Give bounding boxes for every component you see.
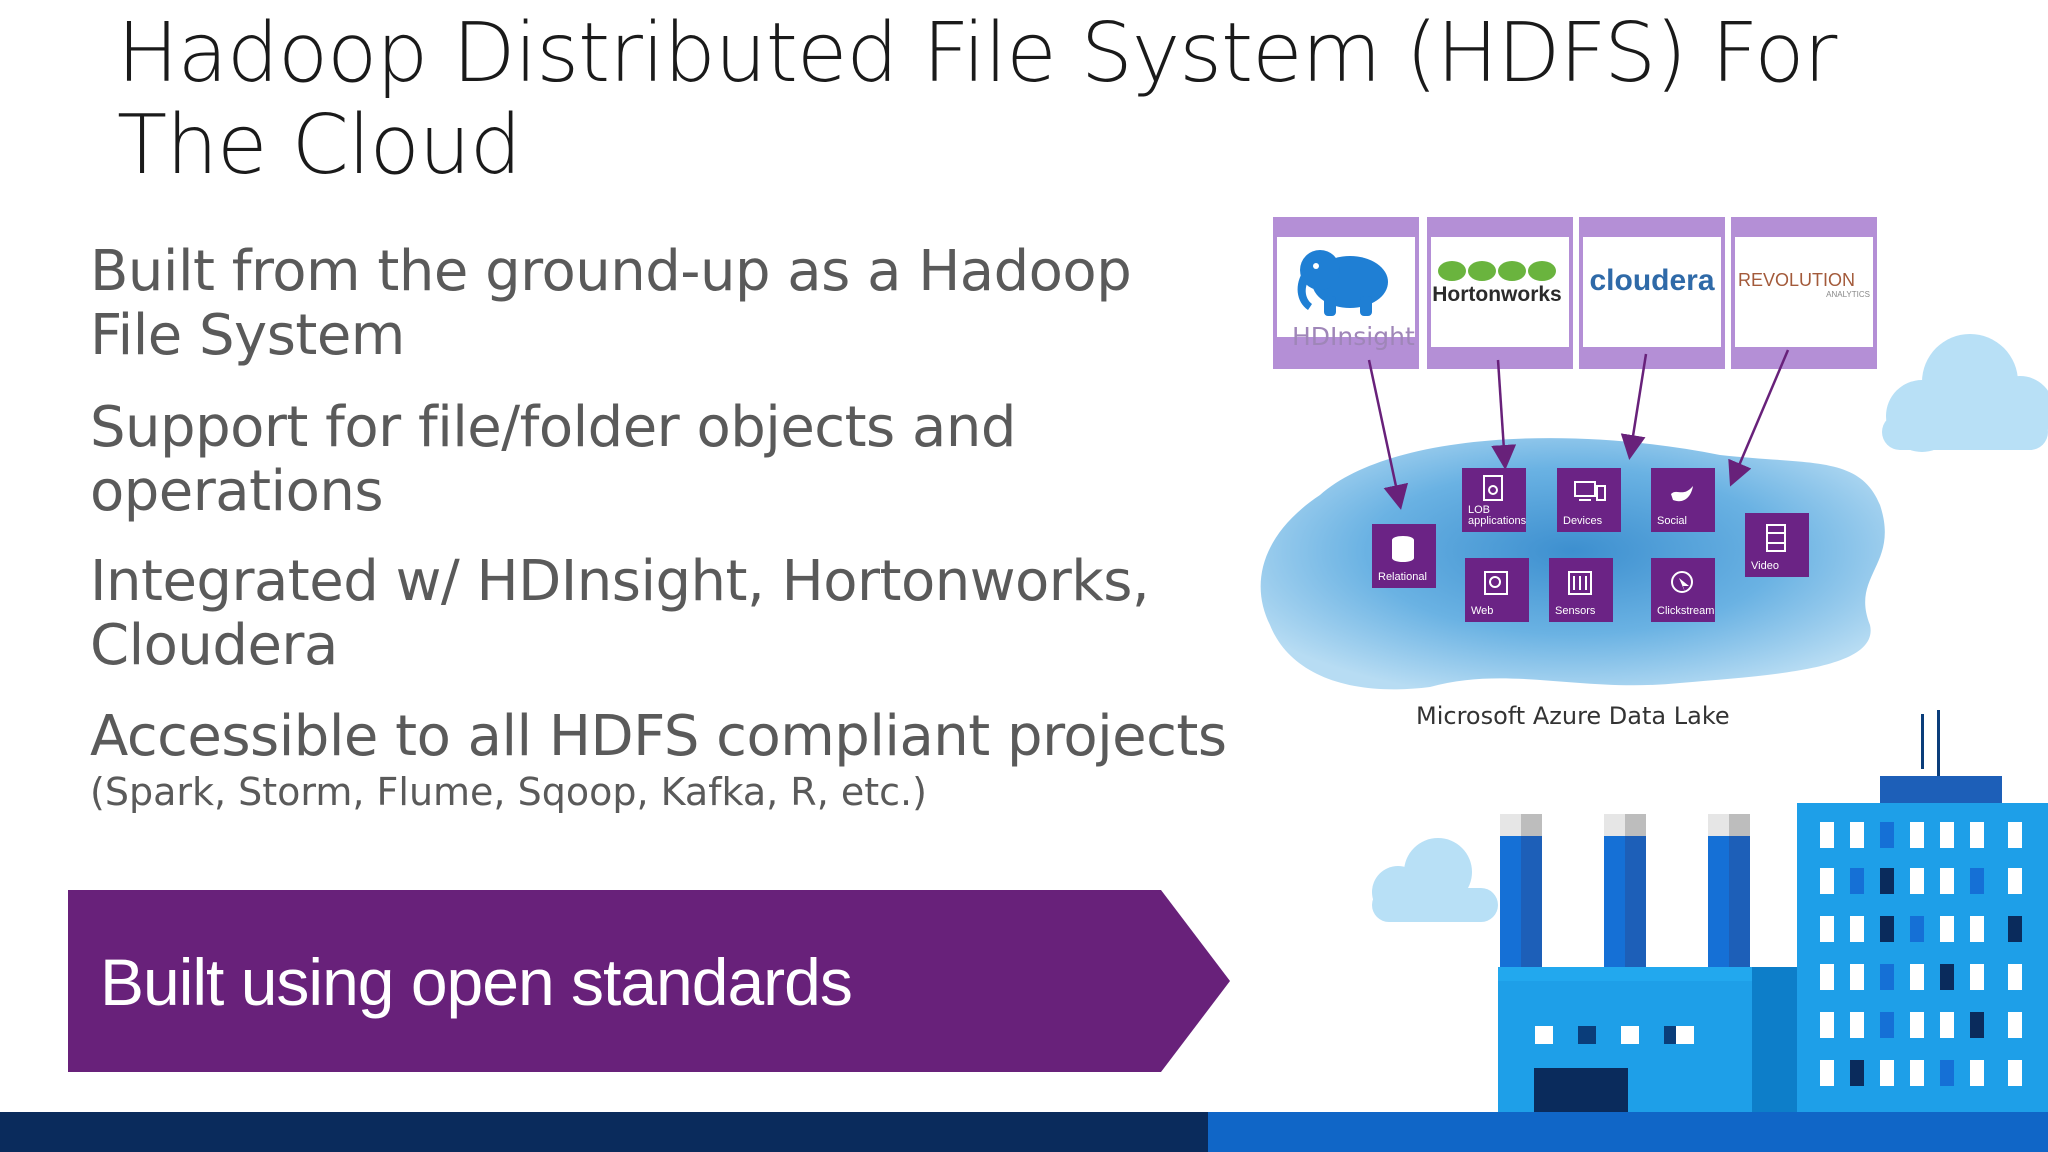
cursor-icon <box>1671 571 1693 593</box>
hortonworks-logo-text: Hortonworks <box>1432 283 1562 306</box>
factory-icon <box>1498 710 2048 1112</box>
cloud-icon <box>1372 838 1498 922</box>
hdinsight-label: HDInsight <box>1292 322 1415 351</box>
logo-tile-cloudera <box>1579 217 1725 369</box>
tile-video-label: Video <box>1751 560 1779 572</box>
bullet-accessible: Accessible to all HDFS compliant project… <box>90 704 1227 769</box>
tile-lob-label-2: applications <box>1468 515 1527 527</box>
database-icon <box>1392 536 1414 562</box>
revolution-logo-subtext: ANALYTICS <box>1826 290 1870 299</box>
slide-title: Hadoop Distributed File System (HDFS) Fo… <box>117 6 1837 193</box>
tile-devices: Devices <box>1557 468 1621 532</box>
banner-arrow <box>68 890 1230 1072</box>
bullet-hadoop-fs: Built from the ground-up as a Hadoop Fil… <box>90 239 1132 368</box>
tile-web: Web <box>1465 558 1529 622</box>
bullet-integrated: Integrated w/ HDInsight, Hortonworks, Cl… <box>90 549 1150 678</box>
logo-tile-hortonworks <box>1427 217 1573 369</box>
bird-icon <box>1671 486 1693 502</box>
banner-text: Built using open standards <box>100 945 853 1019</box>
sub-bullet-projects: (Spark, Storm, Flume, Sqoop, Kafka, R, e… <box>90 770 927 814</box>
tile-clickstream-label: Clickstream <box>1657 605 1715 617</box>
tile-relational: Relational <box>1372 524 1436 588</box>
film-icon <box>1766 524 1786 552</box>
elephant-icon <box>1297 250 1388 316</box>
revolution-logo-text: REVOLUTION <box>1738 270 1856 290</box>
tile-social: Social <box>1651 468 1715 532</box>
cloud-icon <box>1882 334 2048 452</box>
bullet-file-folder: Support for file/folder objects and oper… <box>90 395 1016 524</box>
hortonworks-elephants-icon <box>1438 261 1556 281</box>
tile-relational-label: Relational <box>1378 571 1427 583</box>
globe-icon <box>1484 571 1508 595</box>
tile-clickstream: Clickstream <box>1651 558 1715 622</box>
cloudera-logo-text: cloudera <box>1589 264 1715 297</box>
footer-bar-navy <box>0 1112 1208 1152</box>
connector-arrows <box>1367 349 1790 510</box>
tile-social-label: Social <box>1657 515 1687 527</box>
sensor-icon <box>1568 571 1592 595</box>
tile-video: Video <box>1745 513 1809 577</box>
logo-tile-revolution <box>1731 217 1877 369</box>
tile-lob-label-1: LOB <box>1468 504 1491 516</box>
lake-caption: Microsoft Azure Data Lake <box>1416 702 1730 730</box>
tile-devices-label: Devices <box>1563 515 1603 527</box>
tile-sensors-label: Sensors <box>1555 605 1596 617</box>
tile-lob-applications: LOB applications <box>1462 468 1526 532</box>
document-icon <box>1483 475 1503 501</box>
tile-web-label: Web <box>1471 605 1494 617</box>
devices-icon <box>1574 481 1606 501</box>
footer-bar-blue <box>1208 1112 2048 1152</box>
tile-sensors: Sensors <box>1549 558 1613 622</box>
